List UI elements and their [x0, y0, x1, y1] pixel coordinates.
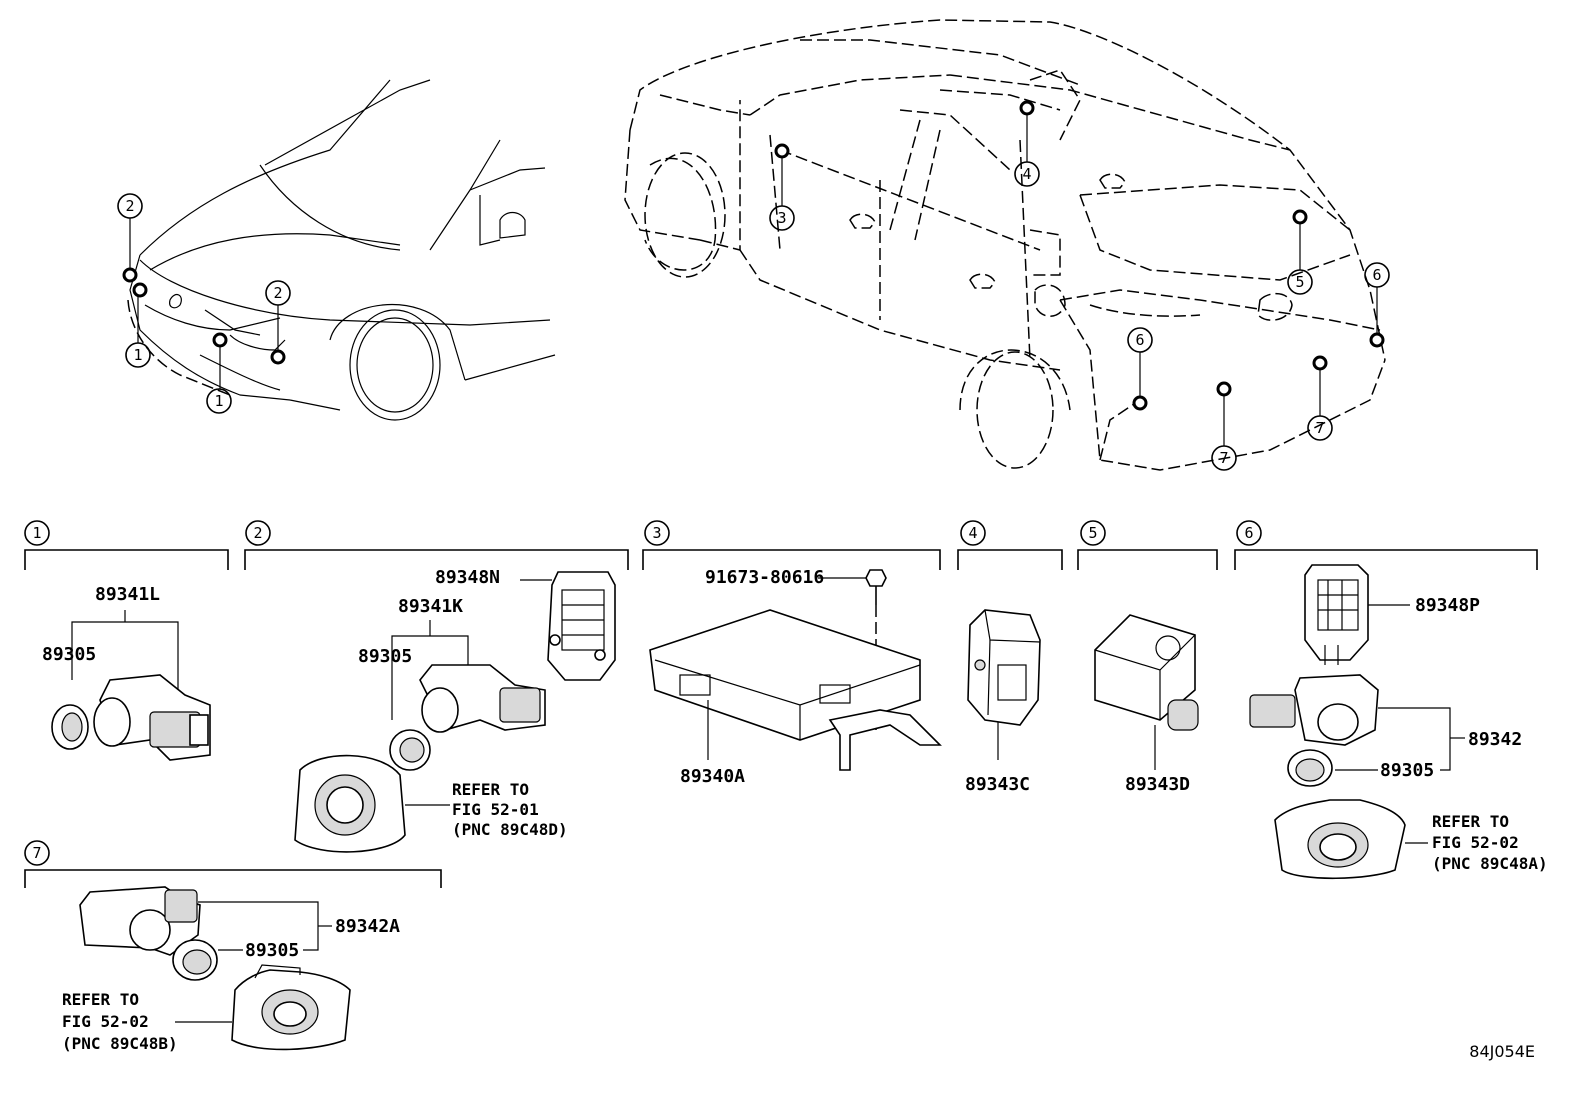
locator-callout: 5 [1287, 269, 1313, 295]
refer-note: (PNC 89C48B) [62, 1034, 178, 1053]
sensor-retainer-drawing [547, 571, 616, 681]
part-89341K: 89341K [398, 596, 463, 617]
refer-note: REFER TO [1432, 812, 1509, 831]
callout-number: 2 [273, 284, 282, 302]
group-1: 1 89341L 89305 [24, 520, 229, 761]
bumper-bracket-drawing [231, 964, 351, 1051]
locator-callout: 4 [1014, 161, 1040, 187]
group-2: 2 89348N 89341K 89305 REFER [244, 520, 629, 853]
part-89341L: 89341L [95, 584, 160, 605]
callout-number: 3 [777, 209, 786, 227]
callout-number: 2 [253, 524, 262, 542]
refer-note: FIG 52-02 [1432, 833, 1519, 852]
part-89305: 89305 [42, 644, 96, 665]
part-89305: 89305 [1380, 760, 1434, 781]
callout-number: 7 [1315, 419, 1324, 437]
front-vehicle-view [122, 79, 556, 421]
part-89343D: 89343D [1125, 774, 1190, 795]
callout-number: 6 [1244, 524, 1253, 542]
part-89348P: 89348P [1415, 595, 1480, 616]
part-89343C: 89343C [965, 774, 1030, 795]
sensor-retainer-drawing [1304, 564, 1369, 665]
part-89342A: 89342A [335, 916, 400, 937]
group-3: 3 91673-80616 89340A [642, 520, 942, 787]
locator-callout: 6 [1364, 262, 1390, 288]
locator-callout: 2 [117, 193, 143, 219]
callout-number: 3 [652, 524, 661, 542]
callout-number: 1 [214, 392, 223, 410]
group-4: 4 89343C [957, 520, 1063, 795]
group-6: 6 89348P 89342 89305 REFER TO [1234, 520, 1548, 880]
parking-sensor-drawing [419, 664, 546, 733]
locator-callout: 6 [1127, 327, 1153, 353]
locator-callout: 7 [1211, 445, 1237, 471]
refer-note: REFER TO [452, 780, 529, 799]
callout-number: 4 [968, 524, 977, 542]
sensor-grommet-drawing [1287, 749, 1333, 787]
part-91673-80616: 91673-80616 [705, 567, 824, 588]
locator-callout: 2 [265, 280, 291, 306]
callout-number: 6 [1372, 266, 1381, 284]
locator-callout: 1 [206, 388, 232, 414]
parking-sensor-drawing [1249, 674, 1379, 746]
bumper-bracket-drawing [294, 754, 406, 853]
callout-number: 2 [125, 197, 134, 215]
refer-note: REFER TO [62, 990, 139, 1009]
control-module-drawing [649, 609, 942, 771]
part-89340A: 89340A [680, 766, 745, 787]
callout-number: 1 [133, 346, 142, 364]
callout-number: 6 [1135, 331, 1144, 349]
bumper-bracket-drawing [1274, 799, 1406, 880]
sensor-grommet-drawing [51, 704, 89, 750]
locator-callouts: 2 1 1 2 3 4 5 6 6 7 7 [117, 161, 1390, 471]
callout-number: 5 [1295, 273, 1304, 291]
callout-number: 7 [32, 844, 41, 862]
sensor-unit-drawing [967, 609, 1041, 726]
group-7: 7 89342A 89305 REFER TO FIG 52-02 (PNC 8… [24, 840, 442, 1053]
sensor-grommet-drawing [172, 939, 218, 981]
part-89305: 89305 [358, 646, 412, 667]
bolt-drawing [865, 569, 887, 605]
callout-number: 5 [1088, 524, 1097, 542]
locator-callout: 1 [125, 342, 151, 368]
callout-number: 7 [1219, 449, 1228, 467]
locator-callout: 3 [769, 205, 795, 231]
parking-sensor-drawing [79, 886, 201, 956]
part-89342: 89342 [1468, 729, 1522, 750]
refer-note: (PNC 89C48D) [452, 820, 568, 839]
group-5: 5 89343D [1077, 520, 1218, 795]
rear-vehicle-view [624, 19, 1386, 471]
refer-note: FIG 52-01 [452, 800, 539, 819]
sensor-unit-drawing [1094, 614, 1199, 731]
parking-sensor-drawing [93, 674, 211, 761]
callout-number: 4 [1022, 165, 1031, 183]
locator-callout: 7 [1307, 415, 1333, 441]
diagram-id: 84J054E [1469, 1042, 1535, 1061]
sensor-grommet-drawing [389, 729, 431, 771]
part-89305: 89305 [245, 940, 299, 961]
callout-number: 1 [32, 524, 41, 542]
part-89348N: 89348N [435, 567, 500, 588]
refer-note: (PNC 89C48A) [1432, 854, 1548, 873]
refer-note: FIG 52-02 [62, 1012, 149, 1031]
